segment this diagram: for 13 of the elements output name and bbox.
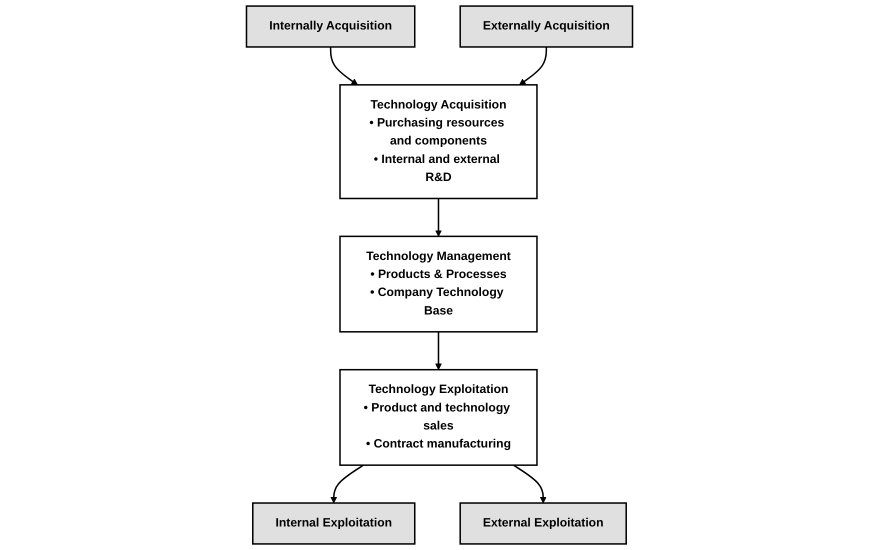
arrow: [435, 198, 442, 237]
node-box: Internally Acquisition: [246, 5, 416, 48]
arrow: [519, 46, 548, 86]
arrow: [513, 464, 547, 504]
arrow: [435, 332, 442, 370]
node-box: Technology Exploitation • Product and technology sales • Contract manufacturing: [339, 368, 538, 466]
node-box: Technology Acquisition • Purchasing resources and components • Internal and external R&D: [339, 84, 538, 200]
node-box: External Exploitation: [459, 502, 627, 545]
node-box: Technology Management • Products & Processes • Company Technology Base: [339, 236, 538, 333]
node-box: Internal Exploitation: [252, 502, 416, 545]
arrow: [330, 464, 364, 504]
arrow: [330, 46, 358, 86]
node-box: Externally Acquisition: [459, 5, 634, 48]
